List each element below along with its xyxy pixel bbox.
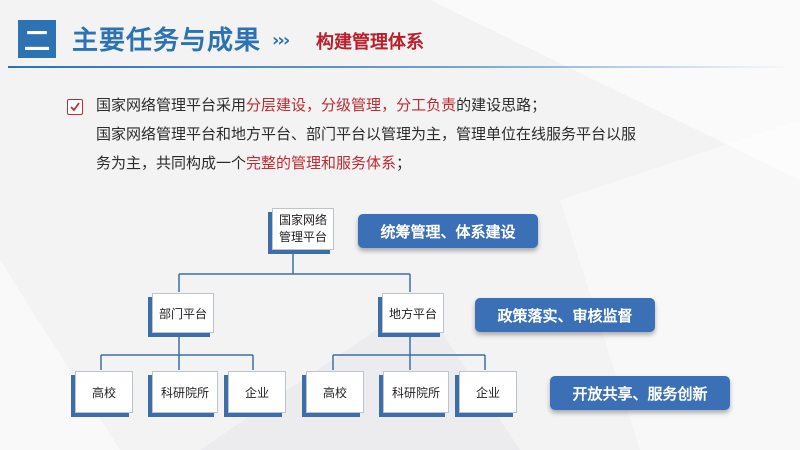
- highlight-text: 分级管理: [321, 96, 382, 114]
- paragraph-line-2: 国家网络管理平台和地方平台、部门平台以管理为主，管理单位在线服务平台以服: [96, 125, 637, 143]
- text-segment: 国家网络管理平台采用: [96, 96, 247, 114]
- org-node-department: 部门平台: [152, 293, 214, 333]
- highlight-text: 完整的管理和服务体系: [246, 154, 397, 172]
- text-segment: 的建设思路；: [456, 96, 547, 114]
- section-number-badge: 二: [18, 20, 56, 58]
- paragraph-line-3: 务为主，共同构成一个完整的管理和服务体系；: [96, 148, 716, 178]
- page-title: 主要任务与成果: [72, 26, 262, 56]
- title-divider: [8, 66, 792, 68]
- tag-open-sharing: 开放共享、服务创新: [550, 376, 730, 410]
- text-segment: 务为主，共同构成一个: [96, 154, 247, 172]
- checkbox-icon: [67, 99, 83, 115]
- highlight-text: ，: [306, 96, 322, 114]
- org-node-research-institute: 科研院所: [383, 371, 449, 413]
- org-node-label: 管理平台: [278, 230, 327, 244]
- org-node-enterprise: 企业: [459, 371, 517, 413]
- org-node-university: 高校: [75, 371, 133, 413]
- tag-policy-supervision: 政策落实、审核监督: [475, 298, 655, 332]
- paragraph-line-1: 国家网络管理平台采用分层建设，分级管理，分工负责的建设思路；: [96, 90, 716, 120]
- tag-coordination: 统筹管理、体系建设: [358, 214, 538, 248]
- org-node-university: 高校: [306, 371, 364, 413]
- text-segment: ；: [396, 154, 412, 172]
- org-node-root: 国家网络 管理平台: [272, 208, 334, 250]
- org-node-local: 地方平台: [382, 293, 444, 333]
- highlight-text: 分层建设: [246, 96, 307, 114]
- org-node-enterprise: 企业: [228, 371, 286, 413]
- page-subtitle: 构建管理体系: [316, 32, 424, 53]
- org-node-label: 国家网络: [278, 213, 327, 227]
- org-node-research-institute: 科研院所: [152, 371, 218, 413]
- highlight-text: 分工负责: [396, 96, 457, 114]
- arrows-icon: ›››: [272, 30, 290, 51]
- highlight-text: ，: [381, 96, 397, 114]
